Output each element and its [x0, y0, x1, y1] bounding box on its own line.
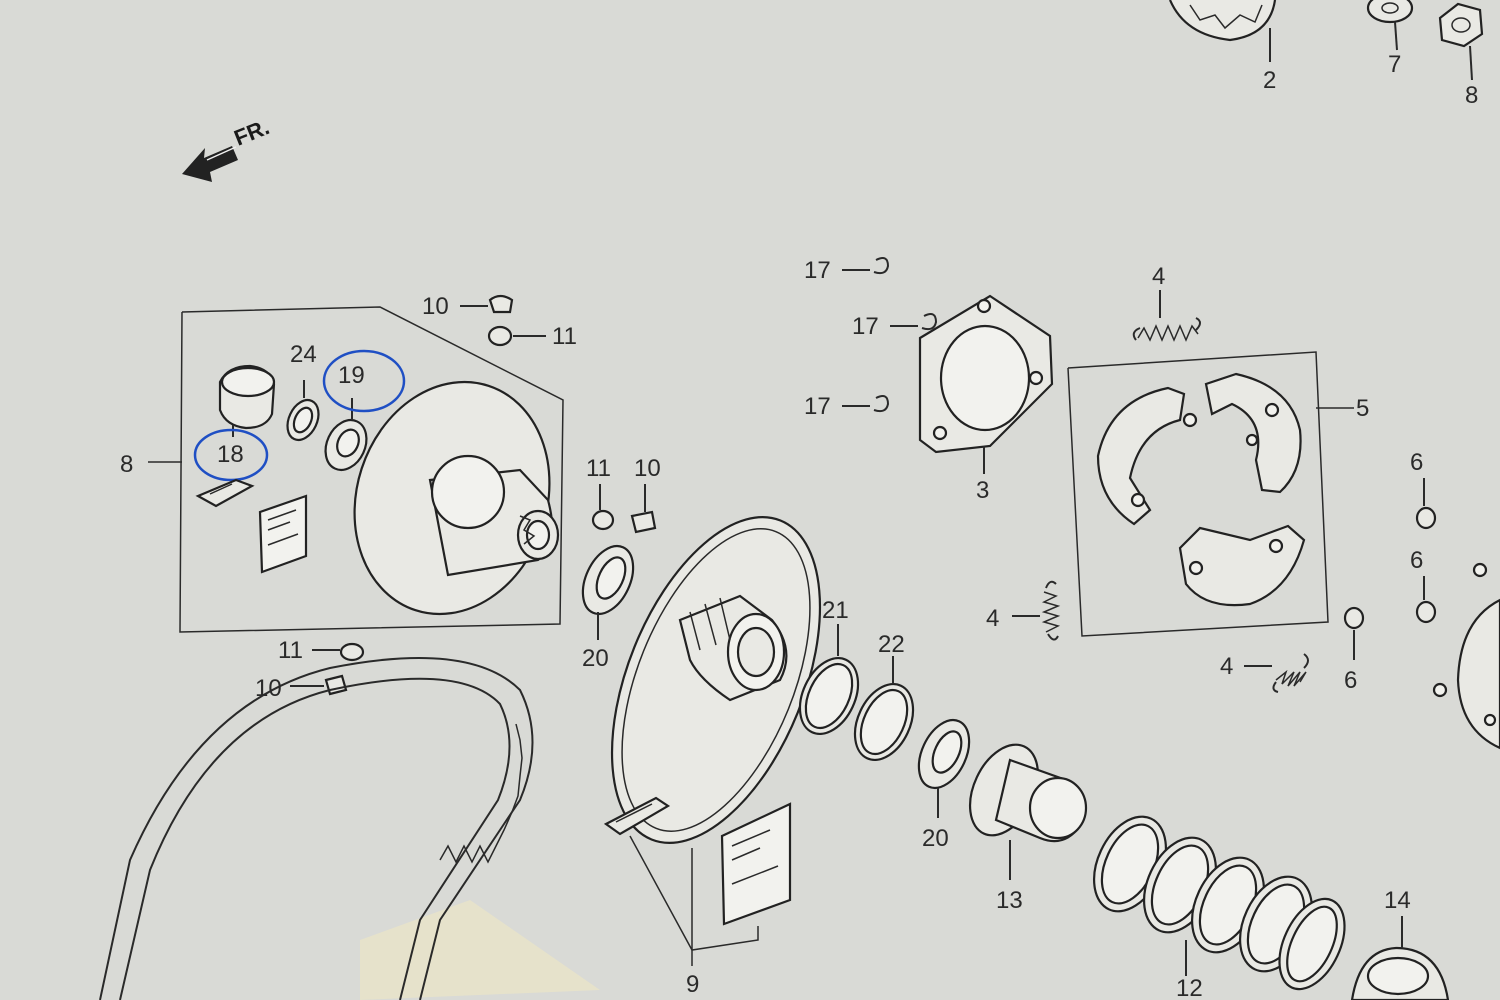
- driven-instruction-card: [720, 802, 792, 926]
- spring-4-low: [1244, 653, 1309, 693]
- roller-6-a: [1415, 506, 1437, 530]
- part-8-nut-partial: [1438, 2, 1484, 81]
- callout-4-top: 4: [1152, 263, 1165, 290]
- spring-4-top: [1132, 290, 1201, 342]
- clip-17-c: [842, 395, 890, 413]
- clutch-plate-3: [918, 294, 1054, 474]
- roller-6-b: [1415, 600, 1437, 624]
- callout-3: 3: [976, 477, 989, 504]
- callout-11-low: 11: [586, 455, 611, 482]
- part-7-partial: [1366, 0, 1414, 51]
- o-ring-21: [798, 624, 860, 735]
- callout-22: 22: [878, 631, 905, 658]
- roller-6-c: [1343, 606, 1365, 630]
- highlight-circle-18: [193, 428, 269, 482]
- instruction-card: [258, 494, 308, 574]
- clutch-shoe-assembly-5: [1067, 351, 1354, 637]
- drive-belt: [99, 657, 534, 1000]
- collar-13: [968, 743, 1088, 880]
- driven-slider-piece: [603, 796, 671, 836]
- oil-seal-20-right: [917, 718, 971, 818]
- callout-24: 24: [290, 341, 317, 368]
- spring-12: [1093, 815, 1346, 991]
- part-24-ring: [286, 380, 320, 442]
- clip-17-a: [842, 257, 890, 275]
- clutch-outer-partial: [1432, 562, 1500, 750]
- callout-10-top: 10: [422, 293, 449, 320]
- callout-14: 14: [1384, 887, 1411, 914]
- callout-9-leader: [629, 835, 759, 951]
- highlight-circle-19: [322, 349, 406, 413]
- callout-20-left: 20: [582, 645, 609, 672]
- part-18-roller: [218, 364, 276, 437]
- callout-19: 19: [338, 362, 365, 389]
- drive-face-disc: [353, 380, 560, 616]
- bolt-10-low: [630, 510, 657, 534]
- callout-7: 7: [1388, 51, 1401, 78]
- spring-4-mid: [1012, 580, 1061, 641]
- callout-4-mid: 4: [986, 605, 999, 632]
- callout-8-top: 8: [1465, 82, 1478, 109]
- callout-21: 21: [822, 597, 849, 624]
- callout-6-a: 6: [1410, 449, 1423, 476]
- clip-17-b: [890, 313, 938, 331]
- callout-17-c: 17: [804, 393, 831, 420]
- callout-17-b: 17: [852, 313, 879, 340]
- callout-18: 18: [217, 441, 244, 468]
- part-2-partial: [1168, 0, 1277, 62]
- callout-5: 5: [1356, 395, 1369, 422]
- paper-stain: [360, 900, 600, 1000]
- callout-11-mid: 11: [278, 637, 303, 664]
- driven-face-disc: [610, 516, 822, 844]
- part-14: [1350, 916, 1450, 1000]
- callout-6-c: 6: [1344, 667, 1357, 694]
- callout-12: 12: [1176, 975, 1203, 1000]
- nut-11-mid: [312, 642, 365, 662]
- callout-10-low: 10: [634, 455, 661, 482]
- callout-13: 13: [996, 887, 1023, 914]
- callout-20-right: 20: [922, 825, 949, 852]
- callout-2: 2: [1263, 67, 1276, 94]
- nut-11-low: [591, 509, 615, 531]
- part-19-bearing: [324, 398, 368, 471]
- callout-9: 9: [686, 971, 699, 998]
- nut-11-top: [487, 325, 546, 347]
- callout-17-a: 17: [804, 257, 831, 284]
- callout-11-top: 11: [552, 323, 577, 350]
- drive-face-assembly-frame: [179, 306, 564, 633]
- oil-seal-20-left: [581, 544, 635, 640]
- bolt-10-top: [460, 294, 514, 314]
- o-ring-22: [853, 656, 915, 761]
- callout-4-low: 4: [1220, 653, 1233, 680]
- slider-piece: [195, 478, 255, 508]
- callout-6-b: 6: [1410, 547, 1423, 574]
- callout-8: 8: [120, 451, 133, 478]
